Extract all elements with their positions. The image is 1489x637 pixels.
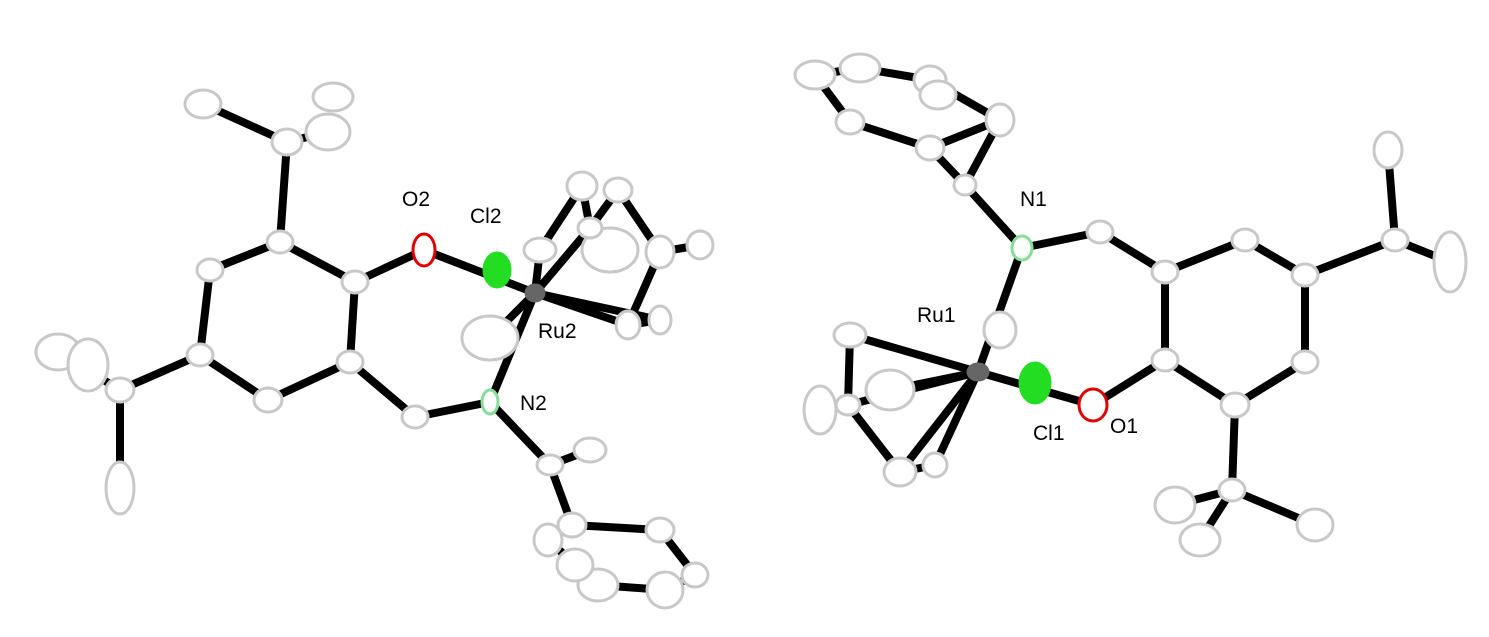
atom-m3: [304, 112, 352, 152]
atom-r4: [252, 386, 284, 414]
atom-cp2: [565, 170, 599, 202]
atom-p4: [838, 52, 882, 84]
bond: [962, 182, 1025, 251]
atom-m5: [66, 337, 110, 393]
atom-p3: [793, 59, 837, 91]
atom-p7: [918, 79, 958, 111]
atom-ch2a: [400, 404, 430, 430]
atom-c1: [832, 321, 868, 349]
atom-tb3: [1380, 227, 1410, 253]
atom-big2: [460, 314, 520, 362]
atom-ph1: [556, 511, 588, 539]
atom-o1: [1077, 387, 1109, 423]
bond: [931, 370, 982, 467]
bond: [974, 246, 1026, 374]
bond: [422, 246, 537, 297]
atom-tb1: [270, 127, 304, 157]
atom-s4: [1290, 349, 1320, 375]
bond: [276, 141, 291, 243]
atom-ph3: [644, 516, 676, 544]
atom-r5: [185, 342, 215, 368]
atom-m10: [1178, 522, 1222, 558]
atom-tb2: [104, 376, 136, 404]
atom-ch1: [952, 173, 978, 197]
atom-m6: [104, 460, 136, 516]
atom-ph2: [532, 522, 564, 558]
bond: [347, 358, 418, 421]
atom-ch1b: [1085, 219, 1115, 245]
atom-r2: [340, 269, 370, 295]
atom-tb4: [1217, 477, 1247, 503]
atom-cp6: [614, 309, 642, 341]
atom-cp4: [644, 234, 676, 270]
atom-c5: [921, 451, 949, 479]
atom-s5: [1219, 391, 1251, 419]
atom-ph4: [680, 561, 710, 589]
atom-r3: [335, 349, 365, 375]
atom-cp1: [522, 236, 558, 264]
bond: [1303, 236, 1397, 279]
bond: [1163, 236, 1247, 276]
bond: [196, 269, 214, 356]
atom-cp3: [602, 176, 634, 204]
atom-o2: [411, 232, 437, 268]
atom-m11: [1295, 507, 1335, 543]
atoms: [34, 52, 1468, 610]
atom-ru1: [966, 362, 990, 382]
atom-p6: [984, 102, 1016, 138]
bond: [534, 289, 661, 324]
atom-c3: [802, 384, 838, 436]
atom-m7: [1372, 130, 1404, 170]
atom-cpb: [580, 226, 640, 274]
atom-ph7: [555, 547, 595, 583]
atom-c4: [882, 456, 918, 488]
bonds: [55, 64, 1452, 594]
bond: [1228, 404, 1239, 491]
atom-r6: [195, 257, 225, 283]
atom-c6: [864, 368, 916, 412]
label-o1: O1: [1110, 415, 1138, 438]
bond: [848, 331, 980, 376]
atom-m1: [183, 88, 223, 120]
atom-s3: [1290, 262, 1320, 288]
atom-cl2: [482, 251, 512, 289]
label-n1: N1: [1020, 188, 1047, 211]
atom-r1: [265, 229, 295, 255]
atom-cp5: [685, 229, 715, 261]
atom-n2: [480, 388, 500, 416]
atom-m2: [311, 81, 355, 113]
atom-labels: O2 Cl2 Ru2 N2 N1 Ru1 Cl1 O1: [402, 188, 1138, 445]
label-o2: O2: [402, 188, 430, 211]
bond: [278, 238, 357, 286]
atom-m8: [1432, 230, 1468, 294]
label-ru2: Ru2: [538, 320, 577, 343]
atom-ru2: [524, 283, 546, 303]
atom-b1: [535, 453, 565, 477]
atom-ph5: [645, 570, 685, 610]
atom-p2: [834, 108, 866, 136]
atom-cl1: [1018, 361, 1052, 405]
bond: [896, 369, 982, 475]
label-ru1: Ru1: [917, 304, 956, 327]
atom-cp8: [576, 216, 604, 240]
atom-s1: [1150, 259, 1180, 285]
bond: [531, 225, 594, 296]
atom-cp7: [647, 304, 673, 336]
atom-m9: [1153, 485, 1197, 525]
atom-c2: [834, 393, 862, 417]
atom-s2: [1230, 227, 1260, 253]
label-cl2: Cl2: [470, 205, 502, 228]
atom-n1: [1010, 234, 1034, 262]
atom-b2: [572, 436, 608, 464]
bond: [487, 399, 553, 468]
label-n2: N2: [520, 392, 547, 415]
label-cl1: Cl1: [1033, 422, 1065, 445]
atom-c7: [982, 310, 1018, 350]
bond: [346, 281, 359, 363]
atom-s6: [1150, 347, 1180, 373]
atom-p1: [914, 134, 946, 162]
